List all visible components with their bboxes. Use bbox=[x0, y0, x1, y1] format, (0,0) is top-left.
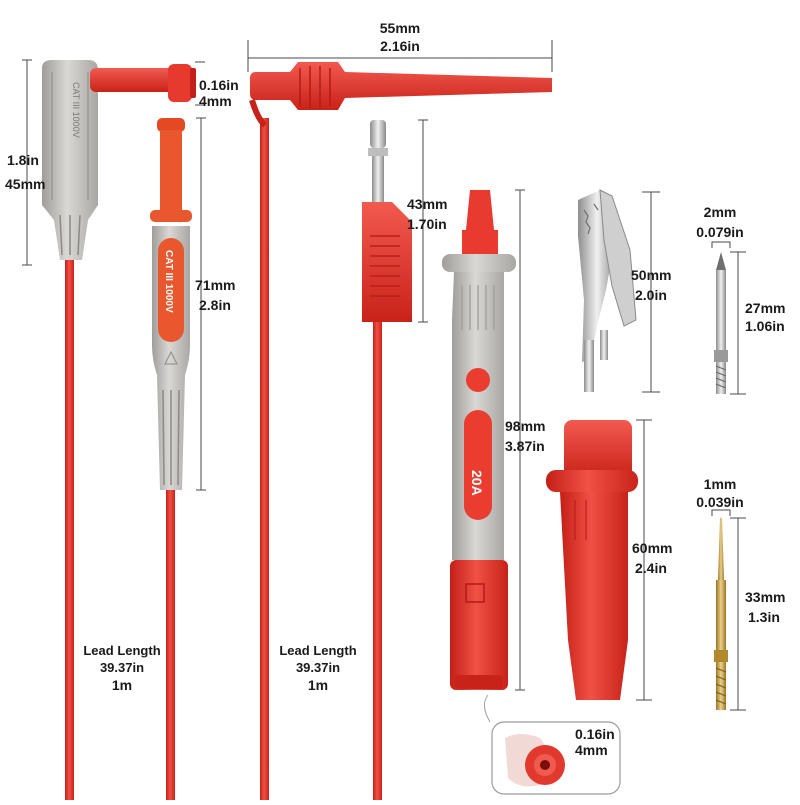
socket-detail-in-label: 0.16in bbox=[575, 726, 615, 742]
cable-left bbox=[65, 255, 74, 800]
insulated-clip-in-label: 2.4in bbox=[635, 560, 667, 576]
dimension-lines bbox=[22, 40, 746, 711]
top-span-in-label: 2.16in bbox=[380, 38, 420, 54]
pin-bottom-diameter-mm-label: 1mm bbox=[703, 476, 737, 492]
pin-2mm bbox=[714, 252, 728, 394]
pin-top-length-mm-label: 27mm bbox=[745, 300, 786, 316]
clip-mm-label: 50mm bbox=[631, 267, 672, 283]
right-angle-marking: CAT III 1000V bbox=[71, 82, 81, 138]
pin-1mm bbox=[714, 518, 728, 710]
straight-probe: CAT III 1000V bbox=[150, 118, 192, 800]
needle-probe: 20A bbox=[442, 190, 516, 690]
clip-in-label: 2.0in bbox=[635, 287, 667, 303]
banana-mm-label: 43mm bbox=[407, 196, 448, 212]
alligator-clip bbox=[578, 189, 637, 392]
right-angle-height-in-label: 1.8in bbox=[7, 152, 39, 168]
socket-detail-callout bbox=[484, 694, 621, 795]
socket-detail-mm-label: 4mm bbox=[575, 742, 608, 758]
needle-probe-band-marking: 20A bbox=[469, 470, 485, 496]
right-angle-height-mm-label: 45mm bbox=[5, 176, 46, 192]
cable-hook bbox=[260, 118, 269, 800]
pin-bottom-length-mm-label: 33mm bbox=[745, 589, 786, 605]
needle-probe-in-label: 3.87in bbox=[505, 438, 545, 454]
lead-left-in-label: 39.37in bbox=[99, 660, 145, 675]
top-span-mm-label: 55mm bbox=[379, 20, 421, 36]
insulated-clip-mm-label: 60mm bbox=[632, 540, 673, 556]
cable-straight bbox=[166, 490, 175, 800]
cable-banana bbox=[373, 322, 382, 800]
needle-probe-mm-label: 98mm bbox=[505, 418, 546, 434]
lead-right-m-label: 1m bbox=[307, 677, 329, 693]
lead-left-m-label: 1m bbox=[111, 677, 133, 693]
hook-clip-probe bbox=[249, 62, 552, 800]
right-angle-tip-mm-label: 4mm bbox=[199, 93, 232, 109]
pin-top-diameter-in-label: 0.079in bbox=[696, 224, 744, 240]
straight-probe-in-label: 2.8in bbox=[199, 297, 231, 313]
lead-left-title: Lead Length bbox=[83, 643, 161, 658]
pin-top-length-in-label: 1.06in bbox=[745, 318, 785, 334]
pin-top-diameter-mm-label: 2mm bbox=[703, 204, 737, 220]
straight-probe-mm-label: 71mm bbox=[195, 277, 236, 293]
right-angle-housing bbox=[42, 60, 98, 260]
right-angle-tip-in-label: 0.16in bbox=[199, 77, 239, 93]
banana-in-label: 1.70in bbox=[407, 216, 447, 232]
lead-right-in-label: 39.37in bbox=[295, 660, 341, 675]
straight-probe-marking: CAT III 1000V bbox=[163, 250, 174, 313]
banana-plug bbox=[362, 120, 412, 800]
lead-right-title: Lead Length bbox=[279, 643, 357, 658]
insulated-clip bbox=[546, 420, 638, 700]
right-angle-probe: CAT III 1000V bbox=[42, 60, 196, 800]
pin-bottom-diameter-in-label: 0.039in bbox=[696, 494, 744, 510]
pin-bottom-length-in-label: 1.3in bbox=[748, 609, 780, 625]
